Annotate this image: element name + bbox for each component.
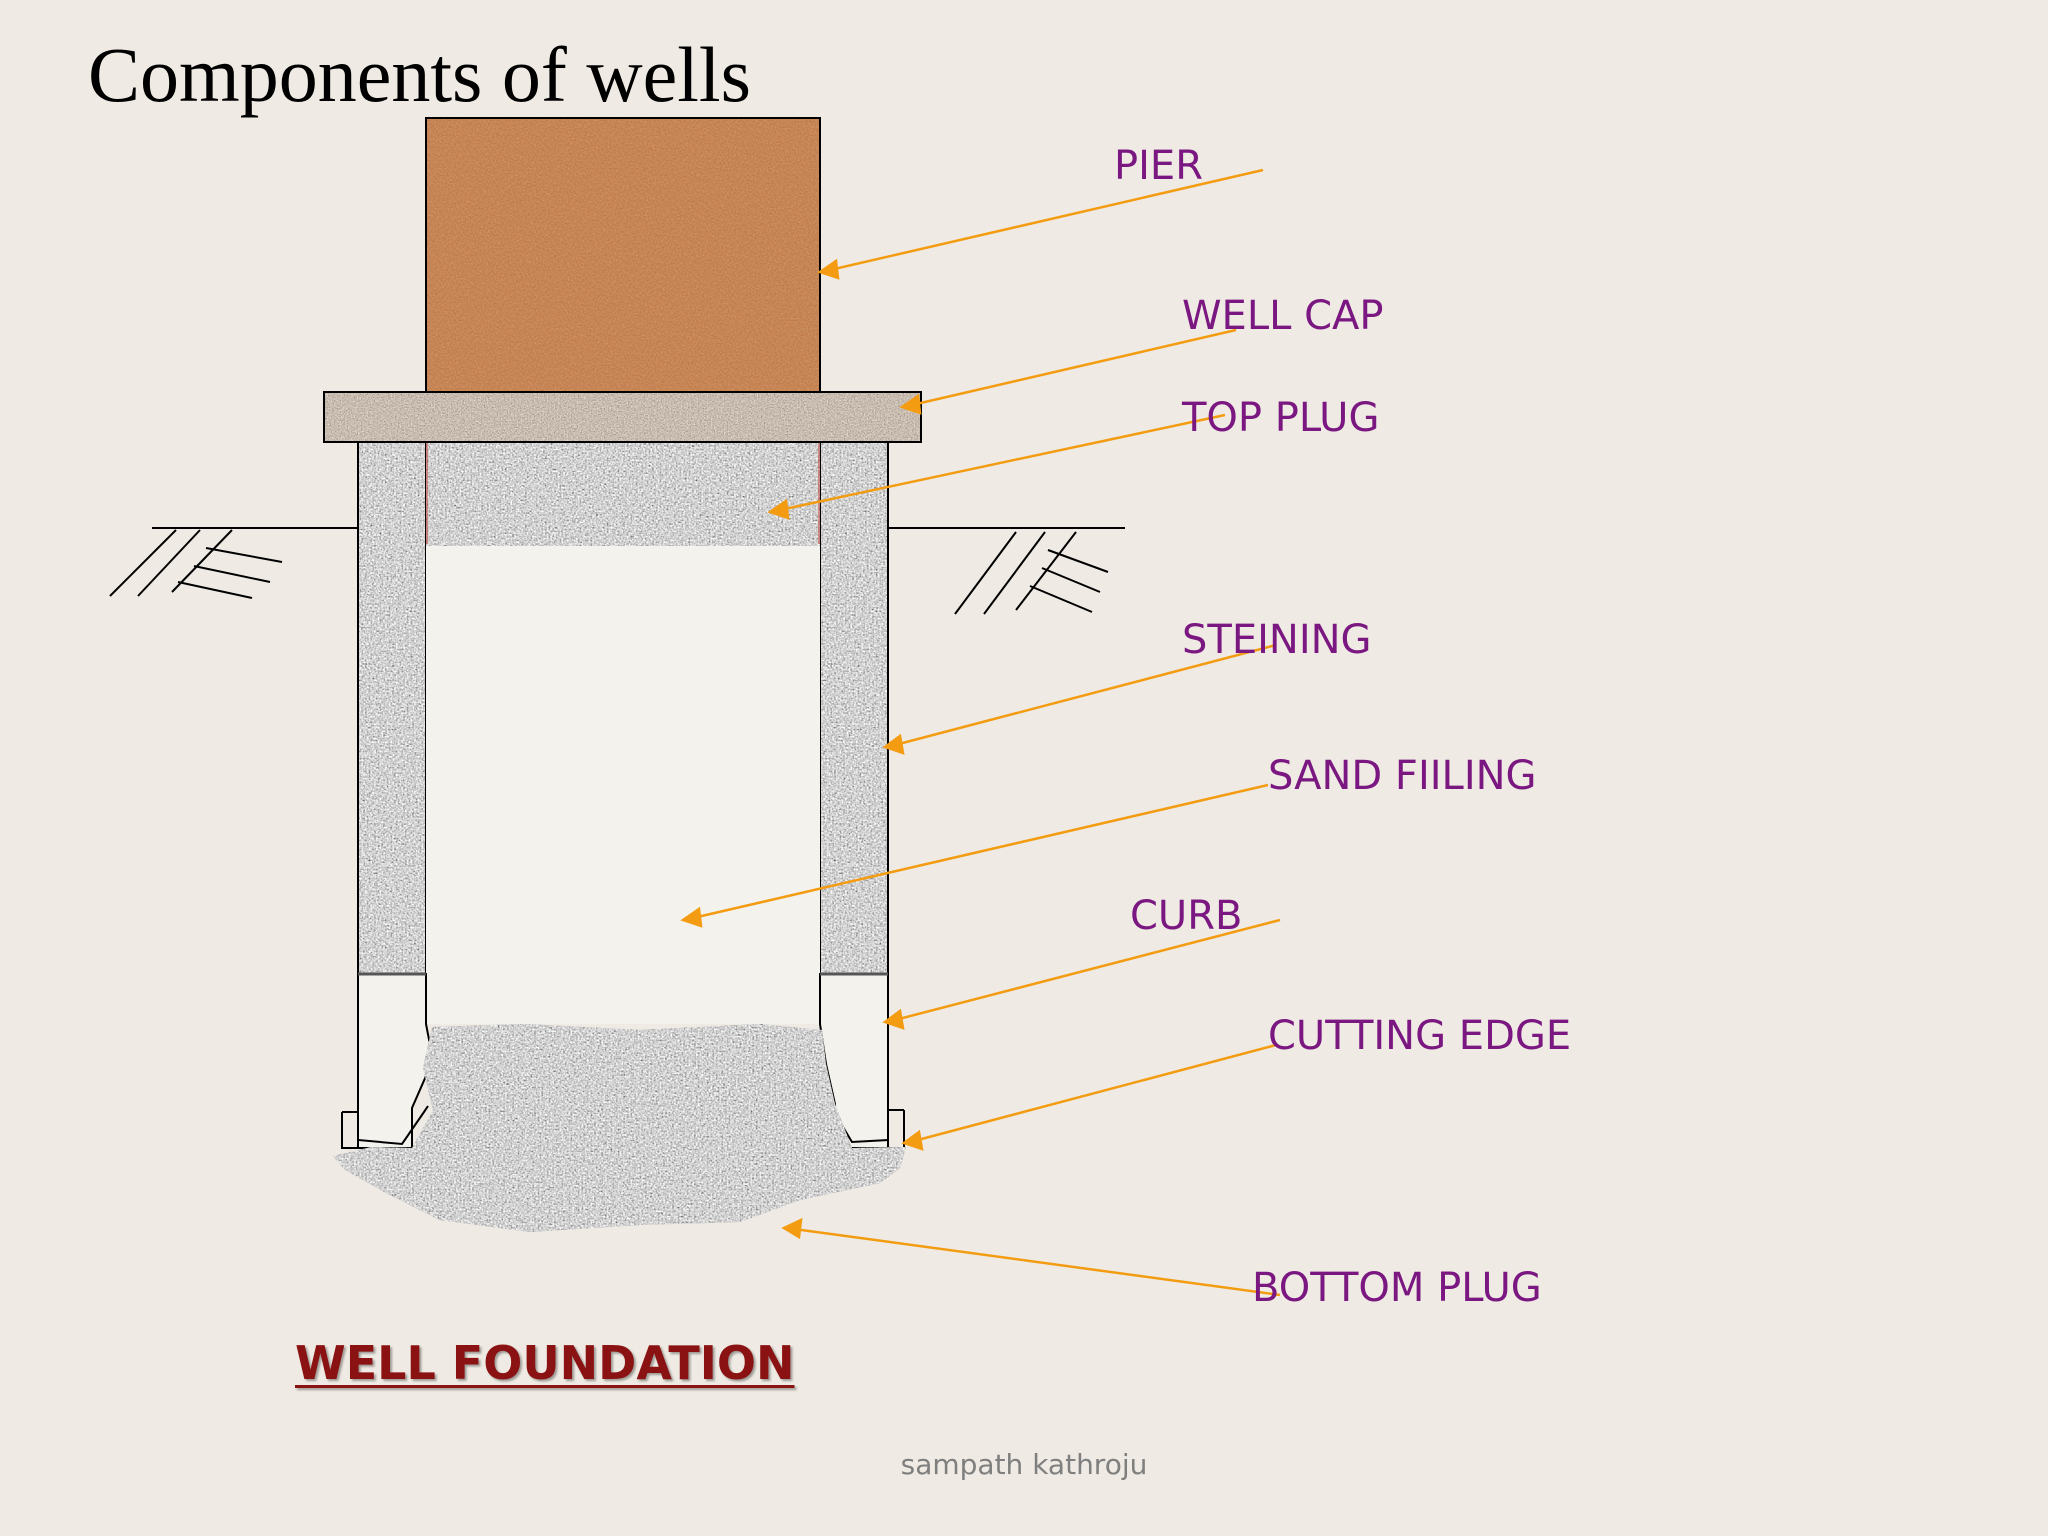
well-cap xyxy=(323,391,922,443)
label-cutting-edge: CUTTING EDGE xyxy=(1268,1013,1572,1059)
label-steining: STEINING xyxy=(1182,617,1372,663)
label-top-plug: TOP PLUG xyxy=(1182,395,1380,441)
label-bottom-plug: BOTTOM PLUG xyxy=(1252,1265,1542,1311)
footer-author: sampath kathroju xyxy=(900,1448,1148,1481)
steining-left xyxy=(357,439,427,975)
bottom-plug xyxy=(333,1024,906,1232)
ground-right xyxy=(888,527,1125,615)
sand-filling xyxy=(426,546,820,1024)
label-curb: CURB xyxy=(1130,893,1243,939)
leader-arrow-bottom-plug xyxy=(781,1217,1281,1297)
label-pier: PIER xyxy=(1114,143,1203,189)
ground-left xyxy=(109,527,358,599)
curb-left xyxy=(357,973,435,1149)
pier xyxy=(425,117,821,393)
steining-right xyxy=(819,439,889,975)
leader-arrow-sand-filling xyxy=(680,783,1269,928)
leader-arrow-curb xyxy=(882,918,1281,1030)
leader-arrow-pier xyxy=(817,168,1264,280)
top-plug xyxy=(426,440,820,546)
slide-title: Components of wells xyxy=(88,31,751,118)
diagram-caption: WELL FOUNDATION xyxy=(295,1336,795,1390)
label-sand-filling: SAND FIILING xyxy=(1268,753,1537,799)
leader-arrow-cutting-edge xyxy=(901,1043,1277,1151)
leader-arrow-well-cap xyxy=(899,328,1237,415)
leader-arrow-steining xyxy=(882,643,1277,755)
label-well-cap: WELL CAP xyxy=(1182,293,1384,339)
leader-arrow-top-plug xyxy=(767,413,1226,520)
